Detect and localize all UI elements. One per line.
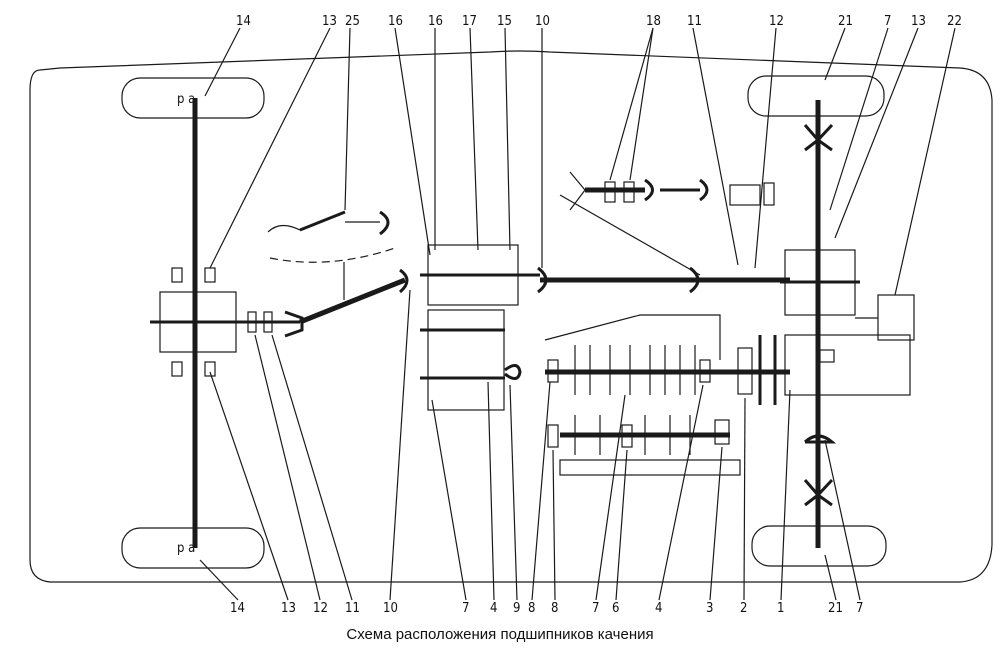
label-12-top: 12 bbox=[769, 14, 784, 29]
cv-joint-10 bbox=[537, 266, 548, 294]
leader-lines bbox=[199, 27, 956, 601]
label-7-bottom-a: 7 bbox=[462, 601, 469, 616]
label-1: 1 bbox=[777, 601, 784, 616]
front-cardan-shaft bbox=[299, 277, 406, 325]
label-11-bottom: 11 bbox=[345, 601, 360, 616]
steering-link bbox=[559, 194, 701, 276]
label-11-top: 11 bbox=[687, 14, 702, 29]
label-14-bottom: 14 bbox=[230, 601, 245, 616]
front-bearings-group bbox=[247, 310, 304, 338]
label-21-top: 21 bbox=[838, 14, 853, 29]
label-25: 25 bbox=[345, 14, 360, 29]
label-4-bottom-b: 4 bbox=[655, 601, 662, 616]
label-15: 15 bbox=[497, 14, 512, 29]
label-16-b: 16 bbox=[428, 14, 443, 29]
gearbox bbox=[544, 314, 741, 476]
steering-joint-25 bbox=[267, 210, 396, 300]
diagram-caption: Схема расположения подшипников качения bbox=[346, 626, 654, 643]
car-body-outline bbox=[29, 50, 993, 583]
label-13-top: 13 bbox=[322, 14, 337, 29]
wheel-letters: p a bbox=[177, 541, 195, 556]
label-14-top: 14 bbox=[236, 14, 251, 29]
label-3: 3 bbox=[706, 601, 713, 616]
label-17: 17 bbox=[462, 14, 477, 29]
rear-axle bbox=[780, 100, 915, 548]
label-4-bottom-a: 4 bbox=[490, 601, 497, 616]
label-18: 18 bbox=[646, 14, 661, 29]
label-10-top: 10 bbox=[535, 14, 550, 29]
label-10-bottom: 10 bbox=[383, 601, 398, 616]
label-8-b: 8 bbox=[551, 601, 558, 616]
label-13-right: 13 bbox=[911, 14, 926, 29]
label-9: 9 bbox=[513, 601, 520, 616]
clutch-engine bbox=[730, 334, 911, 405]
label-16-a: 16 bbox=[388, 14, 403, 29]
label-7-top: 7 bbox=[884, 14, 891, 29]
label-2: 2 bbox=[740, 601, 747, 616]
front-cv-joint bbox=[398, 268, 409, 294]
transfer-case bbox=[420, 244, 540, 411]
coupling-9 bbox=[504, 364, 522, 380]
label-8-a: 8 bbox=[528, 601, 535, 616]
label-7-bottom-b: 7 bbox=[592, 601, 599, 616]
label-22: 22 bbox=[947, 14, 962, 29]
label-6: 6 bbox=[612, 601, 619, 616]
label-21-bottom: 21 bbox=[828, 601, 843, 616]
label-13-bottom: 13 bbox=[281, 601, 296, 616]
label-7-bottom-c: 7 bbox=[856, 601, 863, 616]
wheel-letters: p a bbox=[177, 92, 195, 107]
steering-shaft-18 bbox=[569, 171, 775, 211]
label-12-bottom: 12 bbox=[313, 601, 328, 616]
